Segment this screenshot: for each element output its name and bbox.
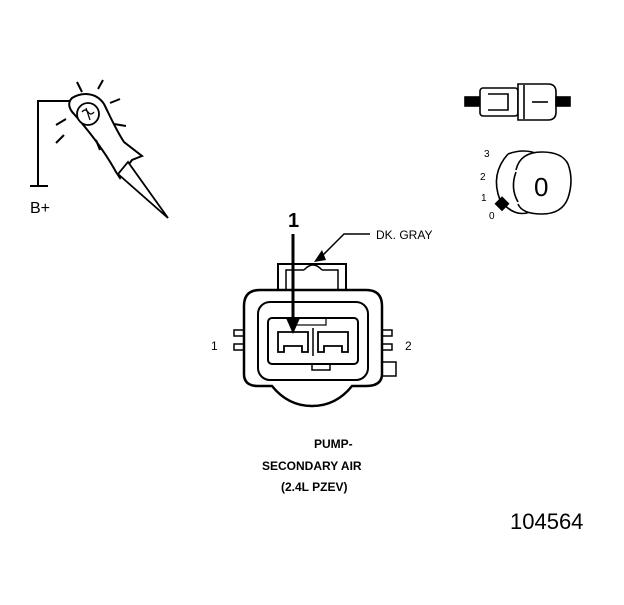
lock-tab-inner-left [285, 269, 304, 290]
probe-tip [116, 160, 169, 219]
probe-lead [37, 100, 72, 186]
probe-filament-stem [85, 107, 91, 121]
wire-color-leader [314, 233, 370, 262]
cavity-1 [277, 331, 309, 353]
ignition-switch-icon [494, 150, 572, 215]
probe-filament [81, 109, 95, 115]
switch-knob [515, 151, 572, 215]
switch-position-2: 2 [480, 172, 486, 183]
lock-tab-outer [277, 263, 347, 290]
caption-line-2: SECONDARY AIR [262, 459, 362, 473]
side-latch-right [382, 329, 393, 351]
pictogram-wire-left [464, 96, 481, 107]
side-release-tab [382, 361, 397, 377]
switch-current-position: 0 [534, 172, 549, 202]
switch-pointer [494, 196, 510, 212]
figure-number: 104564 [510, 509, 584, 534]
pictogram-plug-left [479, 87, 519, 117]
switch-position-1: 1 [481, 193, 487, 204]
connector-housing-inner [257, 301, 369, 381]
pin-callout-label: 1 [288, 210, 300, 232]
switch-position-0: 0 [489, 211, 495, 222]
connector-face [233, 263, 397, 408]
switch-ring-left [495, 153, 509, 201]
side-latch-left [233, 329, 244, 351]
switch-knob-edge [512, 171, 519, 203]
terminal-key [295, 317, 327, 326]
test-light-probe-icon [30, 79, 169, 219]
bottom-key-slot [311, 363, 331, 371]
caption-line-1: PUMP- [314, 437, 353, 451]
pin-callout-arrow [286, 234, 300, 334]
caption-line-3: (2.4L PZEV) [281, 480, 348, 494]
probe-light-rays [55, 79, 127, 151]
pictogram-wire-right [555, 96, 571, 107]
lock-tab-notch [303, 264, 323, 271]
pictogram-latch [488, 93, 509, 111]
switch-position-3: 3 [484, 149, 490, 160]
cavity-2 [317, 331, 349, 353]
wire-color-label: DK. GRAY [376, 228, 433, 242]
supply-label: B+ [30, 200, 51, 217]
lock-tab-inner-right [322, 269, 339, 290]
cavity-label-1: 1 [211, 339, 218, 353]
connector-pictogram-icon [464, 83, 571, 121]
cavity-label-2: 2 [405, 339, 412, 353]
connector-housing-outer [242, 288, 384, 408]
